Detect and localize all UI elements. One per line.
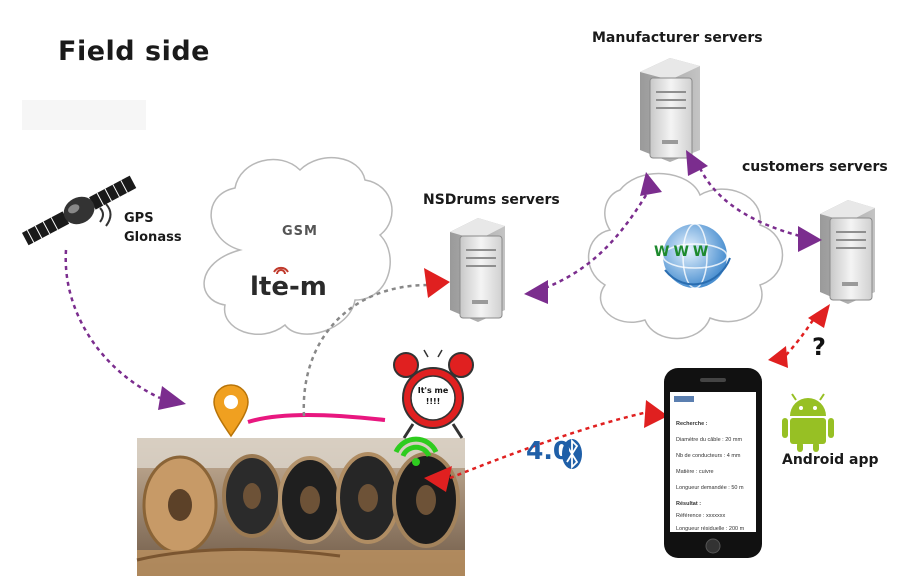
purple-arrowhead	[640, 172, 662, 196]
phone-screen-line: Longueur demandée : 50 m	[676, 485, 744, 491]
red-arrowhead	[644, 400, 668, 428]
gray-dashed-link	[302, 283, 429, 417]
purple-arrowhead	[798, 226, 822, 252]
smartphone-icon	[664, 368, 762, 558]
manufacturer-servers-label: Manufacturer servers	[592, 30, 763, 46]
phone-screen-line: Résultat :	[676, 501, 702, 507]
server-icon	[820, 200, 875, 304]
glonass-label: Glonass	[124, 230, 182, 245]
field-side-title: Field side	[58, 36, 210, 67]
map-pin-icon	[213, 384, 249, 438]
customers-servers-label: customers servers	[742, 159, 888, 175]
lte-signal-icon	[273, 266, 289, 275]
gsm-logo: GSM	[282, 224, 318, 239]
satellite-icon	[21, 175, 137, 246]
globe-icon	[662, 223, 731, 289]
alarm-clock-icon	[393, 349, 474, 439]
pink-link	[247, 413, 386, 424]
red-arrowhead	[424, 466, 452, 492]
bluetooth-icon	[562, 438, 582, 470]
cable-drums-photo	[136, 438, 465, 576]
android-icon	[782, 393, 834, 452]
question-mark: ?	[812, 333, 826, 361]
phone-screen-line: Diamètre du câble : 20 mm	[676, 437, 743, 443]
wifi-signal-icon	[393, 436, 439, 466]
android-app-label: Android app	[782, 452, 879, 468]
purple-arrowhead	[158, 386, 186, 410]
cloud-icon	[203, 156, 393, 335]
alarm-text: It's me !!!!	[417, 386, 449, 406]
phone-screen-line: Référence : xxxxxxx	[676, 513, 726, 519]
red-dashed-links	[449, 311, 820, 480]
phone-screen-line: Matière : cuivre	[676, 469, 714, 475]
phone-screen-line: Longueur résiduelle : 200 m	[676, 526, 745, 532]
purple-dashed-links	[64, 167, 801, 400]
server-icon	[450, 218, 505, 322]
lte-m-logo: lte-m	[250, 272, 327, 302]
www-logo: WWW	[654, 244, 713, 260]
purple-arrowhead	[524, 280, 548, 304]
gps-label: GPS	[124, 211, 154, 226]
red-arrowhead	[808, 304, 830, 328]
phone-screen-line: Nb de conducteurs : 4 mm	[676, 453, 741, 459]
nsdrums-servers-label: NSDrums servers	[423, 192, 560, 208]
purple-arrowhead	[686, 150, 708, 176]
bluetooth-version-label: 4.0	[526, 436, 571, 465]
server-icon	[640, 58, 700, 162]
blank-patch	[22, 100, 146, 130]
phone-screen-line: Recherche :	[676, 421, 708, 427]
red-arrowhead	[768, 346, 788, 368]
red-arrowhead	[424, 268, 450, 298]
